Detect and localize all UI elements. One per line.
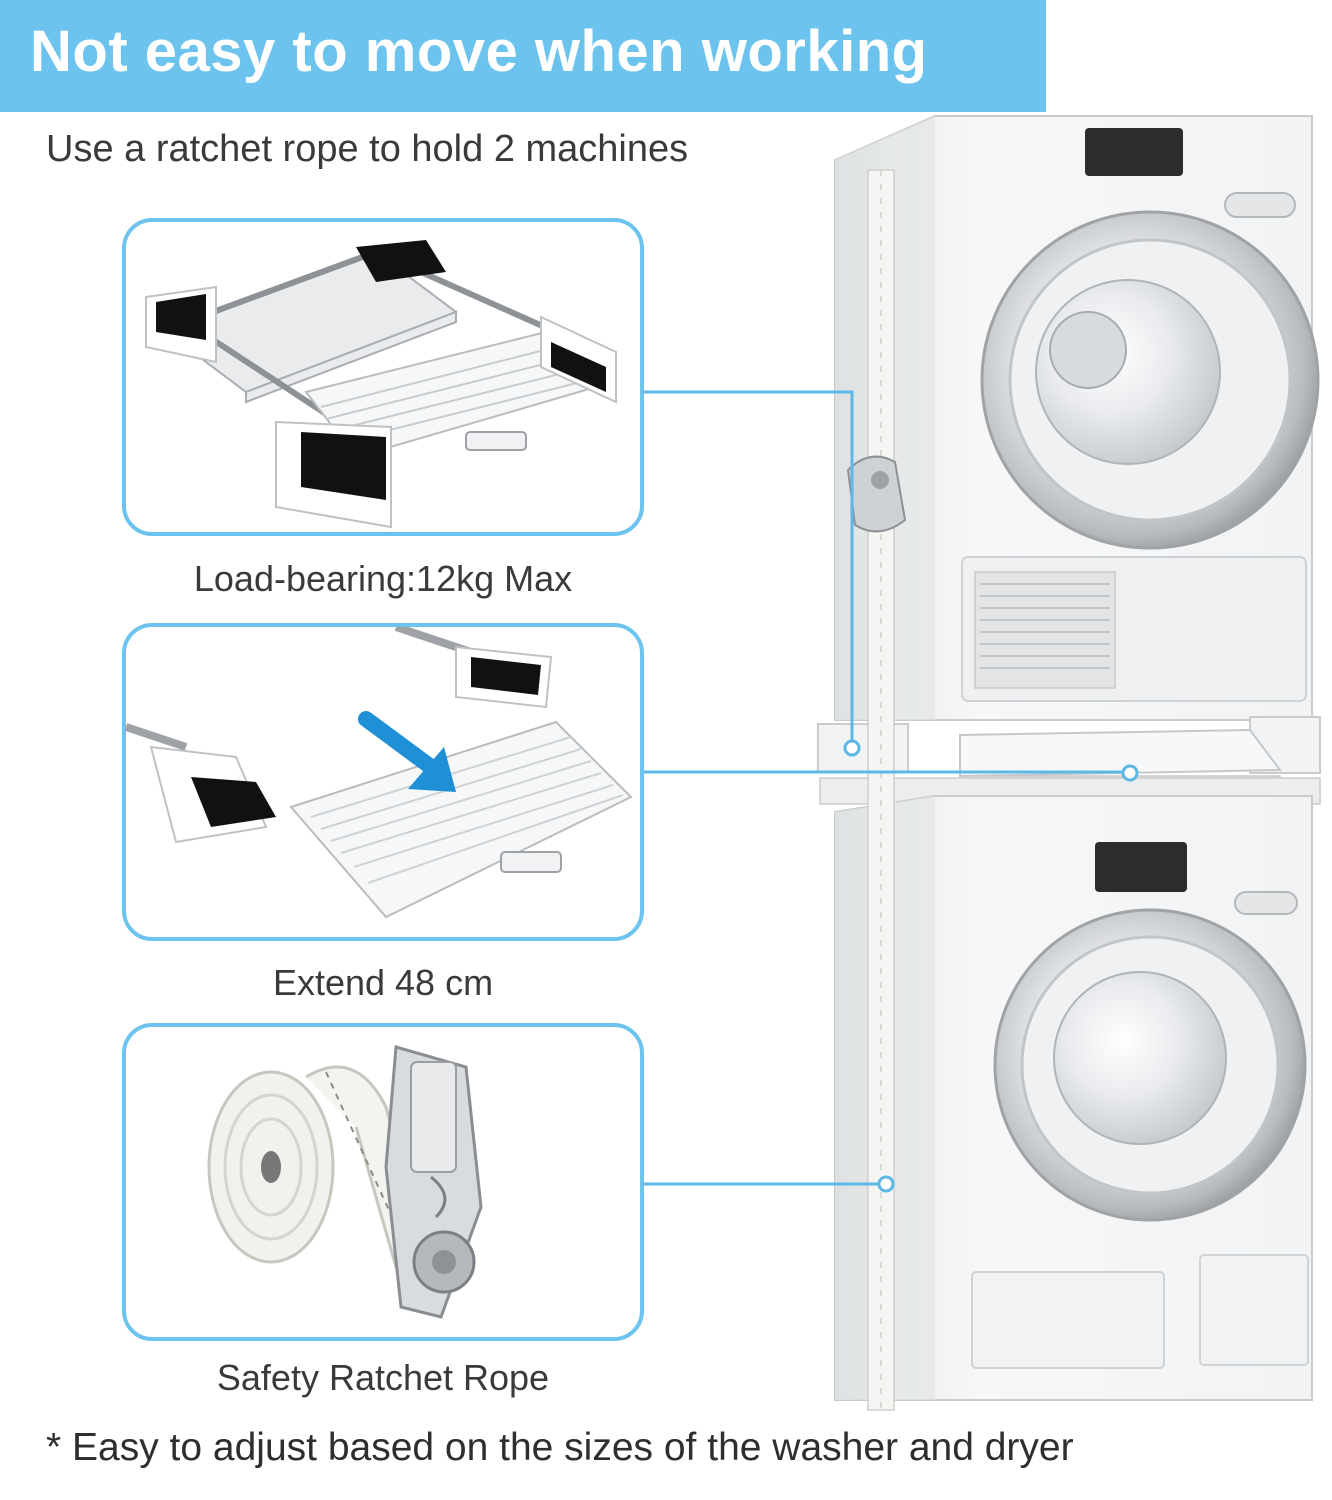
banner-title: Not easy to move when working bbox=[30, 19, 928, 84]
callout-dots bbox=[843, 739, 1139, 1193]
stacking-kit-image bbox=[145, 240, 617, 529]
washer bbox=[834, 795, 1313, 1401]
ratchet-rope-image bbox=[207, 1045, 483, 1319]
ratchet-rope-card bbox=[122, 1023, 644, 1341]
ratchet-strap bbox=[846, 169, 907, 1411]
footnote: * Easy to adjust based on the sizes of t… bbox=[46, 1426, 1074, 1469]
caption-extend: Extend 48 cm bbox=[272, 962, 494, 1003]
title-banner bbox=[0, 0, 1046, 112]
dryer bbox=[834, 115, 1320, 721]
stacking-shelf bbox=[817, 716, 1321, 805]
subtitle: Use a ratchet rope to hold 2 machines bbox=[46, 128, 689, 170]
stacking-kit-card bbox=[122, 218, 644, 536]
ratchet-buckle-icon bbox=[384, 1045, 483, 1319]
extendable-shelf-image bbox=[126, 627, 633, 919]
caption-ratchet-rope: Safety Ratchet Rope bbox=[216, 1357, 550, 1398]
caption-load-bearing: Load-bearing:12kg Max bbox=[193, 558, 573, 599]
callout-lines bbox=[644, 390, 1130, 1186]
strap-roll-icon bbox=[207, 1070, 335, 1264]
extendable-shelf-card bbox=[122, 623, 644, 941]
